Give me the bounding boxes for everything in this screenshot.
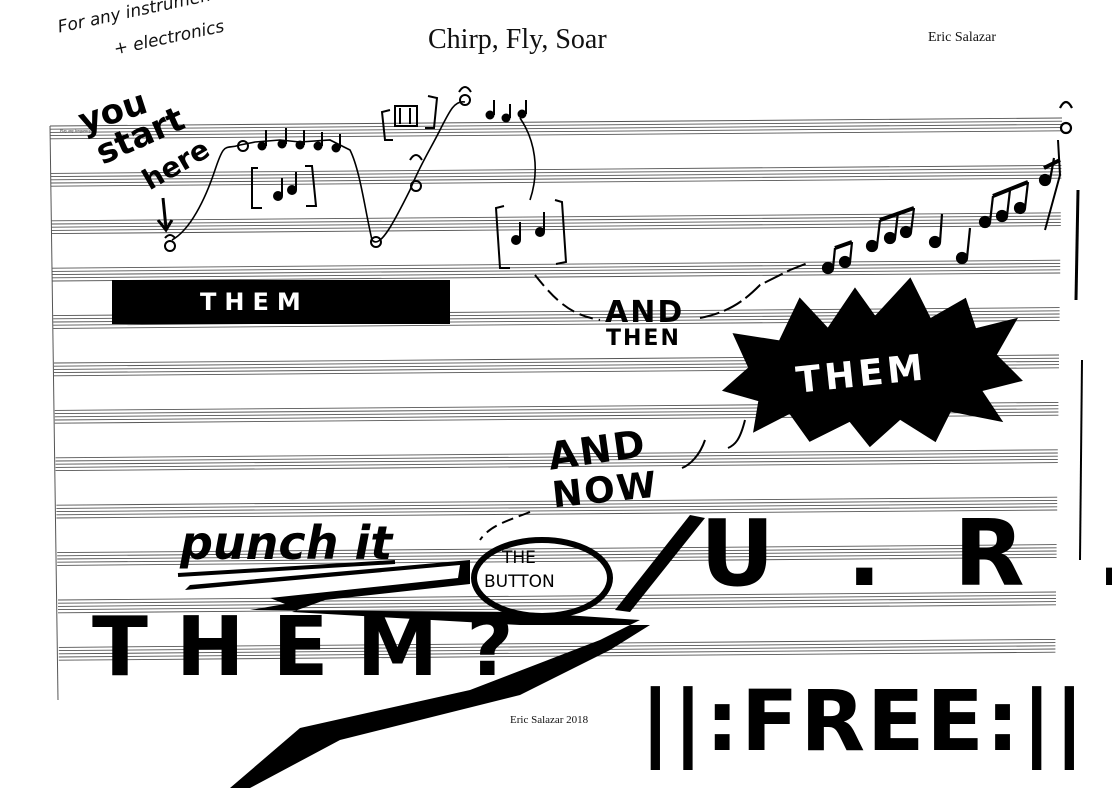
rising-note-flurry (821, 100, 1073, 275)
staff-line (49, 123, 1063, 133)
staff-line (57, 553, 1057, 563)
staff-line (58, 638, 1056, 648)
staff-line (57, 604, 1057, 614)
staff-line (58, 651, 1056, 661)
staff-line (52, 272, 1061, 282)
text-ur: U . R . (700, 500, 1112, 607)
staff-line (55, 452, 1058, 462)
staff-line (49, 127, 1063, 137)
staff-line (50, 174, 1062, 184)
staff-line (55, 462, 1058, 472)
staff-line (56, 503, 1058, 513)
system-barline (49, 125, 59, 701)
them-bar-fill (112, 280, 450, 324)
text-them-question: THEM? (92, 600, 542, 695)
text-free: ||:FREE:|| (640, 672, 1087, 770)
staff-line (50, 164, 1062, 174)
text-punch-it: punch it (180, 516, 393, 570)
staff-line (55, 449, 1058, 459)
staff-line (56, 499, 1058, 509)
staff-line (57, 556, 1057, 566)
staff-line (56, 496, 1058, 506)
staff-line (51, 225, 1061, 235)
note-cluster-1 (237, 86, 527, 248)
staff-line (49, 120, 1063, 130)
staff-line (50, 168, 1062, 178)
start-arrow (156, 197, 176, 252)
bracket-box-1 (251, 165, 318, 209)
staff-line (57, 594, 1057, 604)
staff-line (57, 547, 1057, 557)
staff-line (57, 550, 1057, 560)
staff-line (57, 597, 1057, 607)
staff-line (58, 648, 1056, 658)
staff-line (50, 177, 1062, 187)
staff-line (57, 601, 1057, 611)
melodic-line-1 (171, 101, 466, 243)
staff-performance-note: Play any frequency (60, 128, 91, 133)
staff-line (52, 266, 1061, 276)
staff-line (49, 117, 1063, 127)
score-title: Chirp, Fly, Soar (428, 24, 607, 55)
text-them-bar: THEM (200, 288, 309, 316)
staff-line (55, 455, 1058, 465)
copyright-footer: Eric Salazar 2018 (510, 714, 589, 726)
slash-mark (615, 515, 705, 612)
staff-line (49, 130, 1063, 140)
composer-name: Eric Salazar (928, 30, 997, 45)
connector-to-and-then (534, 274, 601, 321)
bracket-box-2 (380, 95, 439, 141)
staff-line (51, 218, 1061, 228)
staff-line (56, 509, 1058, 519)
staff-line (51, 221, 1061, 231)
lightning-bolt (185, 560, 650, 788)
staff-line (57, 544, 1057, 554)
text-and-then-2: THEN (606, 326, 681, 351)
staff-line (52, 262, 1061, 272)
staff-line (58, 645, 1056, 655)
text-and-then-1: AND (605, 295, 685, 330)
staff-line (55, 458, 1058, 468)
text-the-button-2: BUTTON (484, 572, 555, 592)
staff-line (58, 642, 1056, 652)
connector-to-button (479, 511, 531, 541)
text-the-button-1: THE (502, 548, 536, 568)
starburst-shape (721, 277, 1023, 448)
staff-line (57, 591, 1057, 601)
staff-line (50, 171, 1062, 181)
bracket-box-3 (494, 199, 568, 269)
staff-line (56, 506, 1058, 516)
staff-line (52, 269, 1061, 279)
